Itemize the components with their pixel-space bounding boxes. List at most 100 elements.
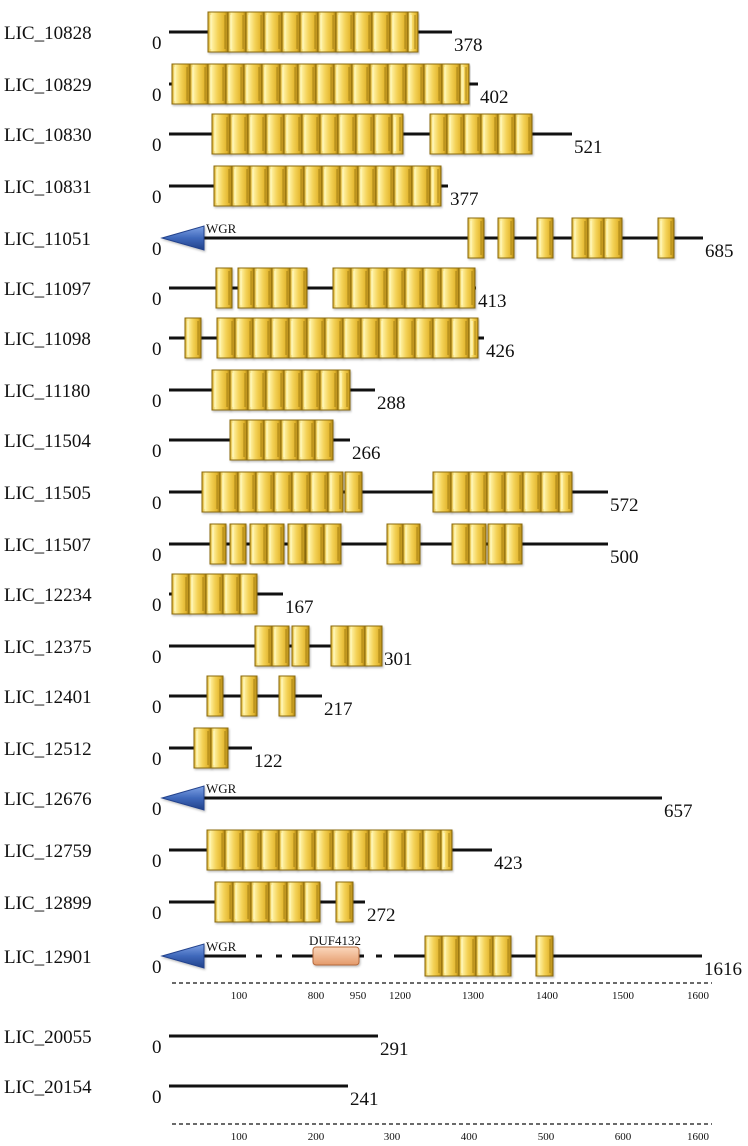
scale-tick-label: 100 bbox=[231, 990, 248, 1002]
repeat-block bbox=[184, 317, 202, 359]
protein-name: LIC_12234 bbox=[4, 585, 92, 606]
repeat-block bbox=[360, 317, 380, 359]
repeat-block bbox=[393, 165, 413, 207]
repeat-block bbox=[414, 317, 434, 359]
repeat-block bbox=[357, 165, 377, 207]
repeat-block bbox=[225, 63, 245, 105]
protein-name: LIC_11097 bbox=[4, 279, 91, 300]
protein-name: LIC_20055 bbox=[4, 1027, 92, 1048]
repeat-block bbox=[432, 317, 452, 359]
repeat-block bbox=[422, 267, 442, 309]
repeat-block bbox=[657, 217, 675, 259]
repeat-block bbox=[319, 113, 339, 155]
start-coordinate: 0 bbox=[152, 441, 162, 462]
repeat-block bbox=[213, 165, 233, 207]
repeat-block bbox=[246, 419, 265, 461]
repeat-block bbox=[327, 471, 344, 513]
repeat-block bbox=[273, 471, 293, 513]
repeat-block bbox=[319, 369, 339, 411]
repeat-block bbox=[260, 829, 280, 871]
repeat-block bbox=[368, 267, 388, 309]
repeat-block bbox=[514, 113, 533, 155]
repeat-block bbox=[206, 675, 224, 717]
start-coordinate: 0 bbox=[152, 135, 162, 156]
repeat-block bbox=[429, 113, 448, 155]
repeat-block bbox=[267, 165, 287, 207]
repeat-block bbox=[289, 267, 308, 309]
protein-name: LIC_20154 bbox=[4, 1077, 92, 1098]
repeat-block bbox=[285, 165, 305, 207]
repeat-block bbox=[330, 625, 349, 667]
repeat-block bbox=[224, 829, 244, 871]
length-label: 521 bbox=[574, 137, 603, 158]
repeat-block bbox=[571, 217, 589, 259]
repeat-block bbox=[252, 317, 272, 359]
repeat-block bbox=[240, 675, 258, 717]
repeat-block bbox=[458, 267, 476, 309]
repeat-block bbox=[270, 317, 290, 359]
repeat-block bbox=[404, 267, 424, 309]
start-coordinate: 0 bbox=[152, 647, 162, 668]
repeat-block bbox=[188, 573, 207, 615]
scale-tick-label: 500 bbox=[538, 1131, 555, 1143]
repeat-block bbox=[283, 369, 303, 411]
protein-row: LIC_11504 0 266 bbox=[4, 419, 381, 464]
repeat-block bbox=[347, 625, 366, 667]
repeat-block bbox=[306, 317, 326, 359]
repeat-block bbox=[369, 63, 389, 105]
scale-tick-label: 1600 bbox=[687, 1131, 710, 1143]
repeat-block bbox=[278, 675, 296, 717]
start-coordinate: 0 bbox=[152, 749, 162, 770]
repeat-block bbox=[242, 829, 262, 871]
repeat-block bbox=[375, 165, 395, 207]
start-coordinate: 0 bbox=[152, 697, 162, 718]
protein-name: LIC_11504 bbox=[4, 431, 91, 452]
length-label: 572 bbox=[610, 495, 639, 516]
repeat-block bbox=[350, 829, 370, 871]
length-label: 266 bbox=[352, 443, 381, 464]
repeat-block bbox=[497, 217, 515, 259]
repeat-block bbox=[317, 11, 337, 53]
start-coordinate: 0 bbox=[152, 391, 162, 412]
protein-name: LIC_12375 bbox=[4, 637, 92, 658]
repeat-block bbox=[387, 63, 407, 105]
scale-tick-label: 1400 bbox=[536, 990, 559, 1002]
repeat-block bbox=[229, 113, 249, 155]
length-label: 122 bbox=[254, 751, 283, 772]
repeat-block bbox=[468, 471, 488, 513]
repeat-block bbox=[321, 165, 341, 207]
repeat-block bbox=[540, 471, 560, 513]
start-coordinate: 0 bbox=[152, 799, 162, 820]
repeat-block bbox=[386, 523, 404, 565]
length-label: 167 bbox=[285, 597, 314, 618]
repeat-block bbox=[207, 63, 227, 105]
wgr-domain-label: WGR bbox=[206, 939, 237, 954]
repeat-block bbox=[222, 573, 241, 615]
repeat-block bbox=[492, 935, 512, 977]
repeat-block bbox=[324, 317, 344, 359]
repeat-block bbox=[337, 113, 357, 155]
repeat-block bbox=[314, 419, 334, 461]
scale-tick-label: 800 bbox=[308, 990, 325, 1002]
repeat-block bbox=[332, 829, 352, 871]
protein-name: LIC_11180 bbox=[4, 381, 90, 402]
protein-name: LIC_11098 bbox=[4, 329, 91, 350]
repeat-block bbox=[263, 11, 283, 53]
repeat-block bbox=[368, 829, 388, 871]
repeat-block bbox=[339, 165, 359, 207]
repeat-block bbox=[266, 523, 285, 565]
repeat-block bbox=[171, 573, 190, 615]
repeat-block bbox=[373, 113, 393, 155]
repeat-block bbox=[263, 419, 282, 461]
repeat-block bbox=[371, 11, 391, 53]
